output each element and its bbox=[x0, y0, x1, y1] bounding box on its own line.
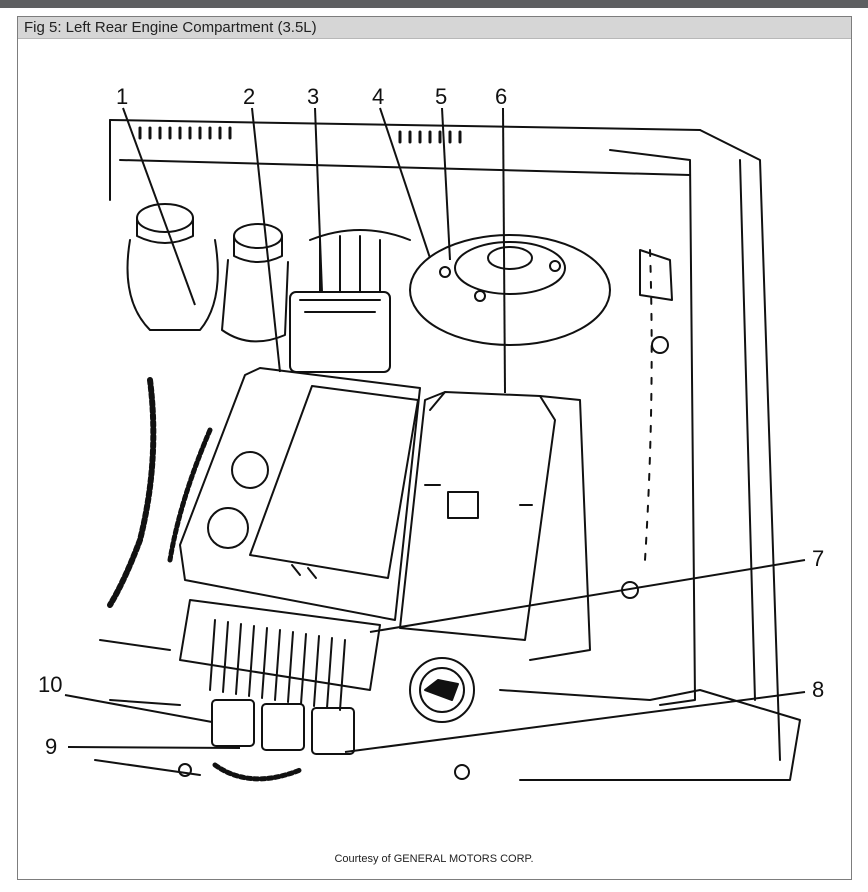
callout-7: 7 bbox=[812, 546, 824, 571]
abs-module bbox=[289, 291, 391, 373]
pcm-cooling-fins bbox=[209, 619, 346, 711]
callout-3: 3 bbox=[307, 84, 319, 109]
callout-10: 10 bbox=[38, 672, 62, 697]
callout-6: 6 bbox=[495, 84, 507, 109]
wiring-harness bbox=[107, 377, 157, 608]
connector-3 bbox=[311, 707, 355, 755]
strut-tower bbox=[409, 234, 611, 346]
reservoir-cap-center bbox=[233, 223, 283, 249]
reservoir-cap-left bbox=[136, 203, 194, 233]
callout-5: 5 bbox=[435, 84, 447, 109]
fender-inner bbox=[609, 149, 696, 706]
callout-2: 2 bbox=[243, 84, 255, 109]
callout-9: 9 bbox=[45, 734, 57, 759]
crossmember bbox=[109, 119, 701, 131]
battery-case bbox=[179, 367, 421, 621]
connector-2 bbox=[261, 703, 305, 751]
washer-fluid-cap bbox=[409, 657, 475, 723]
figure-title-bar: Fig 5: Left Rear Engine Compartment (3.5… bbox=[18, 17, 851, 39]
callout-8: 8 bbox=[812, 677, 824, 702]
window-top-bar bbox=[0, 0, 868, 8]
figure-title: Fig 5: Left Rear Engine Compartment (3.5… bbox=[24, 19, 317, 36]
vent-slots bbox=[138, 126, 462, 144]
leader-lines bbox=[64, 107, 806, 753]
battery-cover-panel bbox=[249, 385, 419, 579]
coolant-reservoir bbox=[126, 239, 219, 331]
figure-credit: Courtesy of GENERAL MOTORS CORP. bbox=[334, 853, 534, 865]
callout-4: 4 bbox=[372, 84, 384, 109]
callout-1: 1 bbox=[116, 84, 128, 109]
power-steering-reservoir bbox=[221, 259, 289, 343]
pcm-bracket bbox=[179, 599, 381, 691]
connector-1 bbox=[211, 699, 255, 747]
